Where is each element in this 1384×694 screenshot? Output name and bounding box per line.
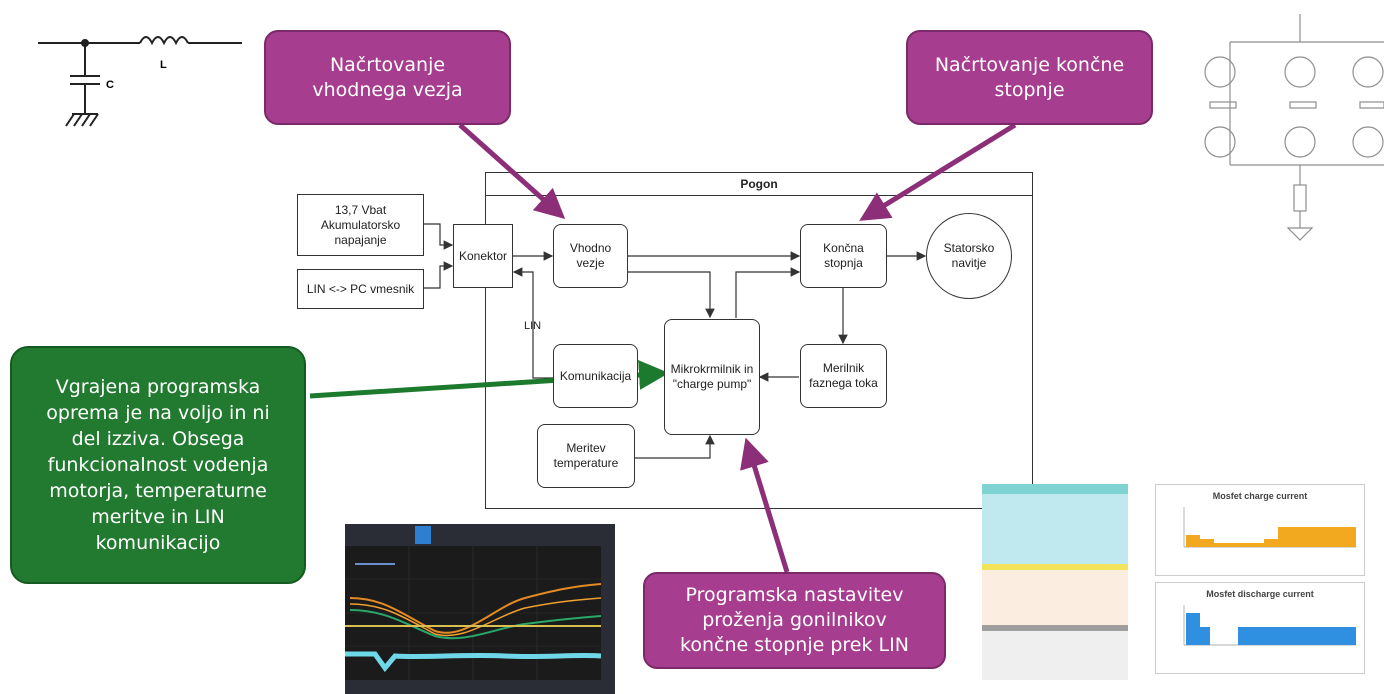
inductor-label: L bbox=[160, 59, 167, 71]
communication-node: Komunikacija bbox=[553, 344, 638, 408]
firmware-note: Vgrajena programska oprema je na voljo i… bbox=[10, 346, 306, 584]
phase-meter-node: Merilnik faznega toka bbox=[800, 344, 887, 408]
pogon-group: Pogon bbox=[485, 172, 1033, 509]
discharge-current-chart: Mosfet discharge current bbox=[1155, 582, 1365, 674]
oscilloscope-screenshot bbox=[345, 524, 615, 694]
pogon-title: Pogon bbox=[486, 173, 1032, 196]
final-stage-callout-text: Načrtovanje končne stopnje bbox=[934, 53, 1125, 101]
lin-pc-node-label: LIN <-> PC vmesnik bbox=[306, 281, 415, 296]
connector-node: Konektor bbox=[453, 224, 513, 288]
input-circuit-node-label: Vhodno vezje bbox=[569, 241, 612, 270]
driver-setup-callout: Programska nastavitev proženja gonilniko… bbox=[643, 572, 946, 669]
input-circuit-callout-text: Načrtovanje vhodnega vezja bbox=[312, 53, 463, 101]
lin-pc-node: LIN <-> PC vmesnik bbox=[297, 269, 424, 309]
battery-node-label: 13,7 Vbat Akumulatorsko napajanje bbox=[320, 202, 401, 247]
driver-setup-callout-text: Programska nastavitev proženja gonilniko… bbox=[680, 584, 909, 656]
discharge-current-chart-title: Mosfet discharge current bbox=[1206, 589, 1314, 599]
input-circuit-node: Vhodno vezje bbox=[553, 224, 628, 288]
battery-node: 13,7 Vbat Akumulatorsko napajanje bbox=[297, 194, 424, 256]
phase-meter-node-label: Merilnik faznega toka bbox=[809, 361, 878, 390]
final-stage-node: Končna stopnja bbox=[800, 224, 887, 288]
charge-current-chart: Mosfet charge current bbox=[1155, 484, 1365, 576]
bridge-schematic bbox=[1204, 14, 1384, 241]
final-stage-node-label: Končna stopnja bbox=[823, 241, 864, 270]
connector-node-label: Konektor bbox=[458, 248, 508, 263]
charge-current-chart-title: Mosfet charge current bbox=[1212, 491, 1308, 501]
lc-filter-schematic: C L bbox=[38, 36, 242, 127]
mcu-node: Mikrokrmilnik in "charge pump" bbox=[664, 319, 760, 435]
mcu-node-label: Mikrokrmilnik in "charge pump" bbox=[670, 362, 754, 391]
input-circuit-callout: Načrtovanje vhodnega vezja bbox=[264, 30, 511, 125]
temperature-node: Meritev temperature bbox=[537, 424, 635, 488]
temperature-node-label: Meritev temperature bbox=[553, 441, 619, 470]
capacitor-label: C bbox=[106, 79, 114, 91]
register-table bbox=[982, 484, 1128, 680]
stator-node-label: Statorsko navitje bbox=[943, 241, 995, 270]
firmware-note-text: Vgrajena programska oprema je na voljo i… bbox=[46, 376, 270, 554]
stator-node: Statorsko navitje bbox=[926, 213, 1012, 299]
lin-edge-label: LIN bbox=[524, 320, 542, 332]
final-stage-callout: Načrtovanje končne stopnje bbox=[906, 30, 1153, 125]
communication-node-label: Komunikacija bbox=[559, 368, 632, 383]
